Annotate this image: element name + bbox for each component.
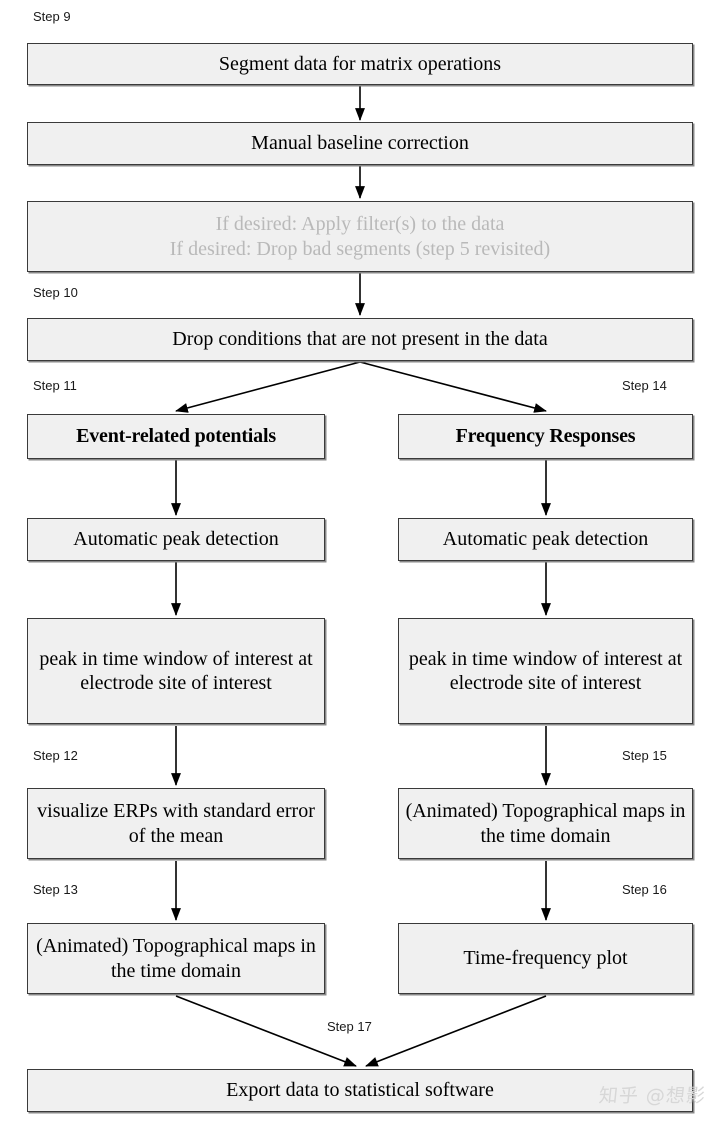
node-freq-peak-time-window-label: peak in time window of interest at elect… xyxy=(408,647,683,694)
node-manual-baseline-correction[interactable]: Manual baseline correction xyxy=(27,122,693,165)
step-label-11: Step 11 xyxy=(33,378,77,393)
node-freq-topographical-maps-label: (Animated) Topographical maps in the tim… xyxy=(405,800,686,847)
step-label-15: Step 15 xyxy=(622,748,667,763)
node-export-data-label: Export data to statistical software xyxy=(226,1079,494,1102)
node-erp-automatic-peak-detection[interactable]: Automatic peak detection xyxy=(27,518,325,561)
step-label-16: Step 16 xyxy=(622,882,667,897)
node-segment-data[interactable]: Segment data for matrix operations xyxy=(27,43,693,85)
node-drop-conditions-label: Drop conditions that are not present in … xyxy=(172,328,548,351)
node-freq-peak-time-window[interactable]: peak in time window of interest at elect… xyxy=(398,618,693,724)
node-visualize-erps-label: visualize ERPs with standard error of th… xyxy=(37,800,315,847)
edge-drop-to-erp xyxy=(175,361,361,413)
node-export-data[interactable]: Export data to statistical software xyxy=(27,1069,693,1112)
node-erp-topographical-maps[interactable]: (Animated) Topographical maps in the tim… xyxy=(27,923,325,994)
node-erp-peak-time-window-label: peak in time window of interest at elect… xyxy=(39,647,313,694)
node-erp-automatic-peak-detection-label: Automatic peak detection xyxy=(73,528,279,551)
step-label-13: Step 13 xyxy=(33,882,78,897)
step-label-9: Step 9 xyxy=(33,9,71,24)
step-label-12: Step 12 xyxy=(33,748,78,763)
node-time-frequency-plot[interactable]: Time-frequency plot xyxy=(398,923,693,994)
node-if-desired-optional-label: If desired: Apply filter(s) to the data … xyxy=(169,213,551,260)
node-event-related-potentials-header-label: Event-related potentials xyxy=(76,425,276,448)
node-freq-topographical-maps[interactable]: (Animated) Topographical maps in the tim… xyxy=(398,788,693,859)
node-erp-topographical-maps-label: (Animated) Topographical maps in the tim… xyxy=(36,935,316,982)
node-if-desired-optional[interactable]: If desired: Apply filter(s) to the data … xyxy=(27,201,693,272)
step-label-17: Step 17 xyxy=(327,1019,372,1034)
edge-drop-to-frequency xyxy=(359,361,547,413)
node-event-related-potentials-header[interactable]: Event-related potentials xyxy=(27,414,325,459)
node-freq-automatic-peak-detection[interactable]: Automatic peak detection xyxy=(398,518,693,561)
step-label-14: Step 14 xyxy=(622,378,667,393)
node-segment-data-label: Segment data for matrix operations xyxy=(218,52,502,75)
watermark-text: 知乎 @想影 xyxy=(597,1085,707,1107)
node-time-frequency-plot-label: Time-frequency plot xyxy=(463,947,628,970)
node-frequency-responses-header[interactable]: Frequency Responses xyxy=(398,414,693,459)
step-label-10: Step 10 xyxy=(33,285,78,300)
node-manual-baseline-correction-label: Manual baseline correction xyxy=(251,132,469,155)
edge-tfplot-to-export xyxy=(365,995,547,1067)
node-drop-conditions[interactable]: Drop conditions that are not present in … xyxy=(27,318,693,361)
node-frequency-responses-header-label: Frequency Responses xyxy=(455,425,636,448)
node-visualize-erps[interactable]: visualize ERPs with standard error of th… xyxy=(27,788,325,859)
node-freq-automatic-peak-detection-label: Automatic peak detection xyxy=(442,528,649,551)
node-erp-peak-time-window[interactable]: peak in time window of interest at elect… xyxy=(27,618,325,724)
